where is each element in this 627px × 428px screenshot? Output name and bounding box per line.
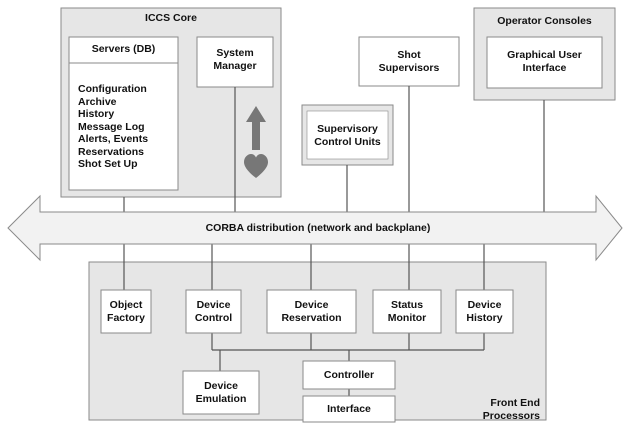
graphical-user-interface-label: Graphical User Interface xyxy=(507,49,582,74)
fep-internal-connectors xyxy=(211,333,485,396)
controller-label: Controller xyxy=(323,369,375,381)
servers-db-items: Configuration Archive History Message Lo… xyxy=(78,83,149,170)
supervisory-control-units-box xyxy=(306,110,389,160)
bus-connectors xyxy=(123,86,545,290)
system-manager-label: System Manager xyxy=(213,47,257,72)
device-emulation-label: Device Emulation xyxy=(195,380,247,405)
controller-box xyxy=(302,360,396,390)
device-history-label: Device History xyxy=(466,299,503,324)
device-emulation-box xyxy=(182,370,260,415)
operator-consoles-title: Operator Consoles xyxy=(497,15,592,27)
object-factory-box xyxy=(100,289,152,334)
graphical-user-interface-box xyxy=(486,36,603,89)
device-control-box xyxy=(185,289,242,334)
up-arrow-icon xyxy=(246,106,266,150)
servers-db-title: Servers (DB) xyxy=(91,43,156,55)
corba-bus-label: CORBA distribution (network and backplan… xyxy=(205,222,431,234)
device-history-box xyxy=(455,289,514,334)
shot-supervisors-label: Shot Supervisors xyxy=(378,49,440,74)
front-end-processors-title: Front End Processors xyxy=(482,397,540,422)
status-monitor-box xyxy=(372,289,442,334)
interface-box xyxy=(302,395,396,423)
supervisory-control-units-label: Supervisory Control Units xyxy=(314,123,381,148)
object-factory-label: Object Factory xyxy=(107,299,145,324)
front-end-processors-panel xyxy=(88,261,547,421)
iccs-core-title: ICCS Core xyxy=(145,12,197,24)
device-control-label: Device Control xyxy=(194,299,233,324)
status-monitor-label: Status Monitor xyxy=(387,299,427,324)
corba-bus-arrow xyxy=(7,194,623,262)
device-reservation-label: Device Reservation xyxy=(281,299,342,324)
shot-supervisors-box xyxy=(358,36,460,87)
heart-icon xyxy=(244,154,268,178)
device-reservation-box xyxy=(266,289,357,334)
interface-label: Interface xyxy=(327,403,371,415)
